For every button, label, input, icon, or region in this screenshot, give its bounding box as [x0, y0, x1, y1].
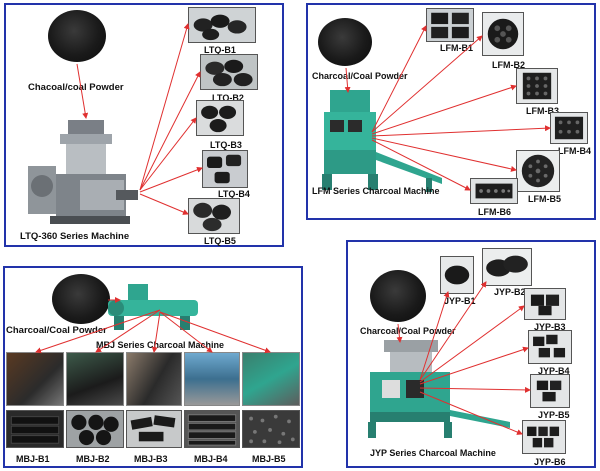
product-thumb-ltq-b1 — [188, 7, 256, 43]
lfm-machine — [316, 90, 442, 192]
product-label-lfm-b2: LFM-B2 — [492, 60, 525, 70]
product-label-lfm-b6: LFM-B6 — [478, 207, 511, 217]
product-label-lfm-b1: LFM-B1 — [440, 43, 473, 53]
ltq-machine — [20, 120, 140, 228]
product-thumb-lfm-b6 — [470, 178, 518, 204]
product-thumb-jyp-b3 — [524, 288, 566, 320]
product-thumb-ltq-b2 — [200, 54, 258, 90]
product-thumb-ltq-b5 — [188, 198, 240, 234]
process-photo-1 — [6, 352, 64, 406]
product-label-jyp-b6: JYP-B6 — [534, 457, 566, 467]
product-thumb-lfm-b2 — [482, 12, 524, 56]
powder-label-jyp: Charcoal/Coal Powder — [360, 326, 456, 336]
product-thumb-ltq-b4 — [202, 150, 248, 188]
product-thumb-jyp-b5 — [530, 374, 570, 408]
machine-label-lfm: LFM Series Charcoal Machine — [312, 186, 440, 196]
product-label-mbj-b1: MBJ-B1 — [16, 454, 50, 464]
product-thumb-jyp-b1 — [440, 256, 474, 294]
powder-label-ltq: Chacoal/coal Powder — [28, 82, 124, 93]
product-label-ltq-b4: LTQ-B4 — [218, 189, 250, 199]
product-thumb-jyp-b6 — [522, 420, 566, 454]
product-label-jyp-b2: JYP-B2 — [494, 287, 526, 297]
powder-label-mbj: Charcoal/Coal Powder — [6, 325, 107, 336]
jyp-machine — [360, 340, 510, 440]
process-photo-2 — [66, 352, 124, 406]
process-photo-5 — [242, 352, 300, 406]
machine-label-mbj: MBJ Series Charcoal Machine — [96, 340, 225, 350]
mbj-machine — [104, 280, 204, 332]
process-photo-3 — [126, 352, 182, 406]
product-thumb-jyp-b4 — [528, 330, 572, 364]
product-thumb-jyp-b2 — [482, 248, 532, 286]
product-label-lfm-b3: LFM-B3 — [526, 106, 559, 116]
product-label-ltq-b2: LTQ-B2 — [212, 93, 244, 103]
powder-label-lfm: Charcoal/Coal Powder — [312, 71, 408, 81]
product-thumb-mbj-b5 — [242, 410, 300, 448]
powder-pile-mbj — [52, 274, 110, 324]
product-label-jyp-b4: JYP-B4 — [538, 366, 570, 376]
product-label-jyp-b5: JYP-B5 — [538, 410, 570, 420]
product-label-ltq-b3: LTQ-B3 — [210, 140, 242, 150]
machine-label-jyp: JYP Series Charcoal Machine — [370, 448, 496, 458]
product-label-ltq-b5: LTQ-B5 — [204, 236, 236, 246]
product-label-mbj-b2: MBJ-B2 — [76, 454, 110, 464]
product-thumb-mbj-b2 — [66, 410, 124, 448]
product-label-jyp-b3: JYP-B3 — [534, 322, 566, 332]
product-label-mbj-b3: MBJ-B3 — [134, 454, 168, 464]
product-thumb-mbj-b4 — [184, 410, 240, 448]
powder-pile-lfm — [318, 18, 372, 66]
process-photo-4 — [184, 352, 240, 406]
product-thumb-lfm-b5 — [516, 150, 560, 192]
product-label-jyp-b1: JYP-B1 — [444, 296, 476, 306]
product-thumb-ltq-b3 — [196, 100, 244, 136]
powder-pile-ltq — [48, 10, 106, 62]
product-label-lfm-b5: LFM-B5 — [528, 194, 561, 204]
product-thumb-lfm-b1 — [426, 8, 474, 42]
product-thumb-lfm-b3 — [516, 68, 558, 104]
product-thumb-mbj-b3 — [126, 410, 182, 448]
powder-pile-jyp — [370, 270, 426, 322]
product-label-lfm-b4: LFM-B4 — [558, 146, 591, 156]
machine-label-ltq: LTQ-360 Series Machine — [20, 231, 130, 242]
product-label-mbj-b4: MBJ-B4 — [194, 454, 228, 464]
product-label-mbj-b5: MBJ-B5 — [252, 454, 286, 464]
product-thumb-lfm-b4 — [550, 112, 588, 144]
product-label-ltq-b1: LTQ-B1 — [204, 45, 236, 55]
product-thumb-mbj-b1 — [6, 410, 64, 448]
